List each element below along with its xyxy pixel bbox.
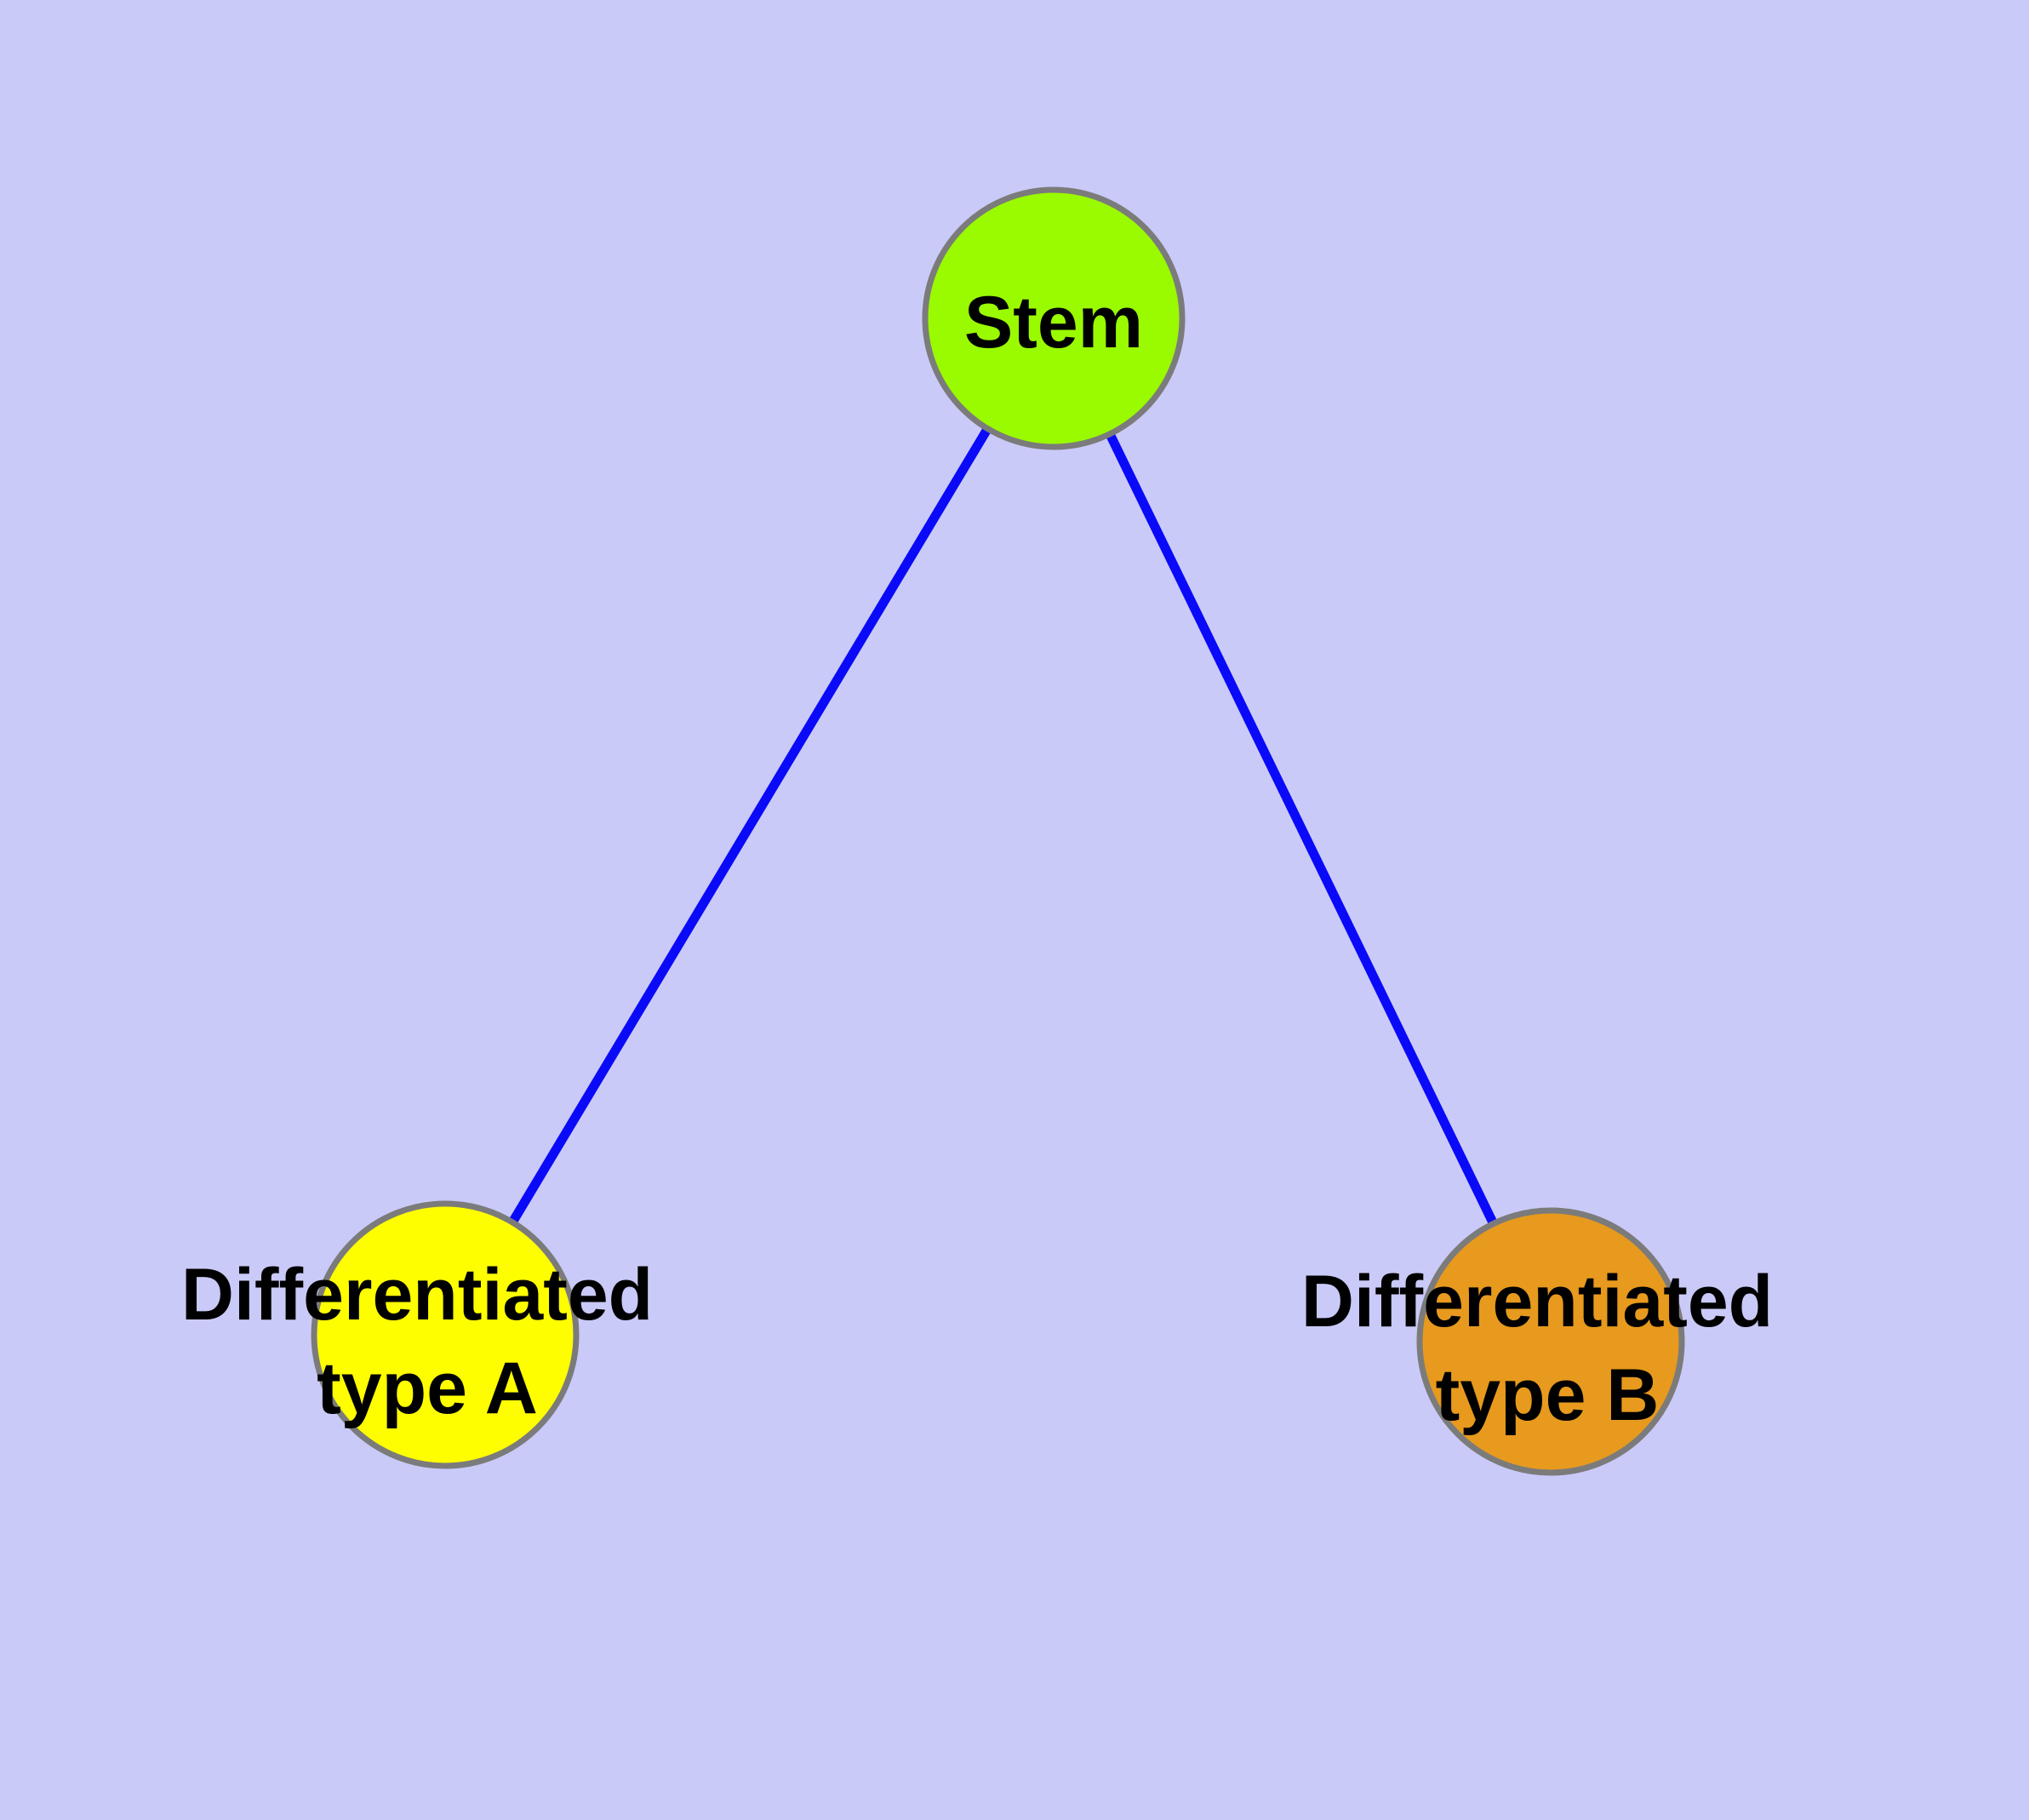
- node-type-a-circle: [311, 1200, 580, 1469]
- node-type-b: Differentiated type B: [1301, 1207, 1793, 1476]
- node-type-b-label: Differentiated type B: [1301, 1261, 1793, 1436]
- node-stem-circle: [922, 186, 1186, 450]
- node-type-a: Differentiated type A: [181, 1200, 673, 1469]
- edge-stem-to-type-b: [1049, 316, 1555, 1344]
- node-stem: Stem: [922, 186, 1186, 450]
- node-type-b-label-line2: type B: [1436, 1354, 1660, 1436]
- node-type-a-label-line2: type A: [317, 1348, 538, 1429]
- node-type-a-label: Differentiated type A: [181, 1254, 673, 1429]
- node-type-b-circle: [1416, 1207, 1685, 1476]
- node-type-a-label-line1: Differentiated: [181, 1254, 653, 1336]
- node-type-b-label-line1: Differentiated: [1301, 1261, 1773, 1342]
- edge-stem-to-type-a: [441, 316, 1058, 1337]
- node-stem-label: Stem: [964, 282, 1143, 363]
- edge-group: [441, 316, 1555, 1344]
